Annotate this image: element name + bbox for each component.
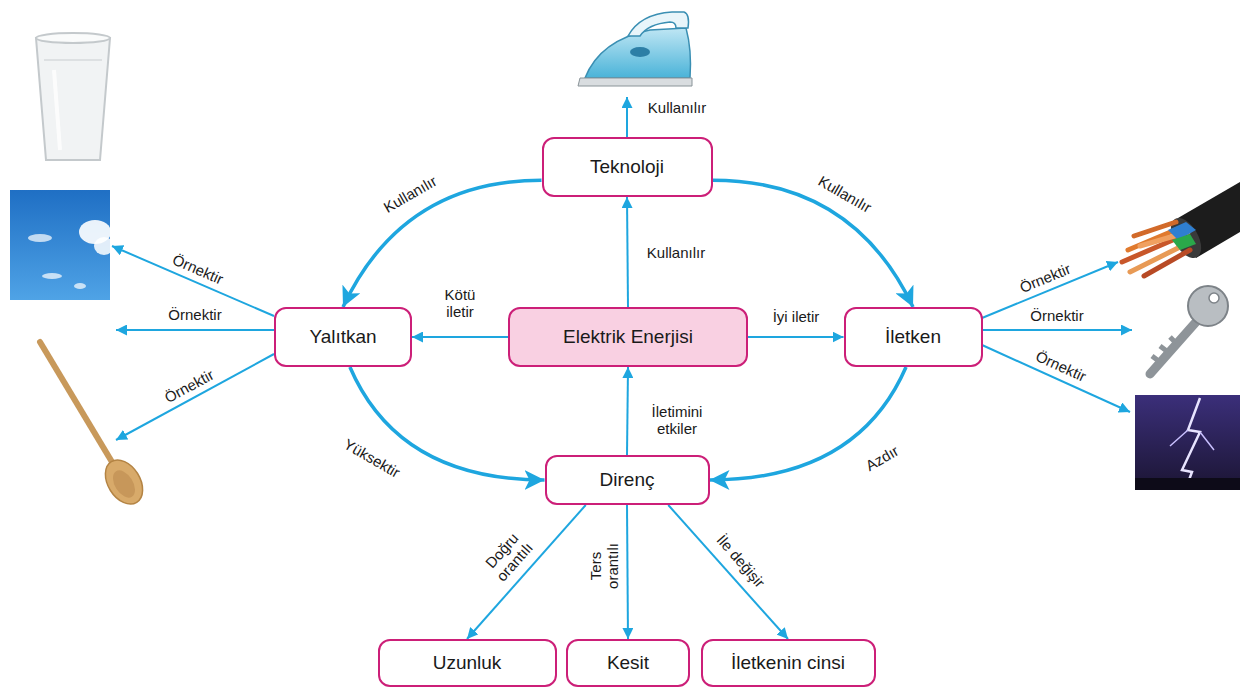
concept-box: Elektrik Enerjisi — [508, 307, 748, 367]
edge-label: Kullanılır — [814, 171, 877, 217]
wooden-spoon-picture — [40, 342, 150, 511]
concept-text: Kesit — [607, 652, 649, 674]
arrow-label: Örnektir — [1028, 307, 1085, 324]
connector-arrow — [627, 505, 628, 639]
arrow-label: Kullanılır — [646, 99, 708, 116]
edge-label: Doğru orantılı — [473, 519, 543, 592]
cable-picture — [1122, 182, 1240, 276]
key-picture — [1150, 286, 1228, 374]
concept-box: Kesit — [566, 639, 690, 687]
connector-arrow — [627, 367, 628, 455]
connector-arrow — [668, 505, 788, 639]
lightning-picture — [1135, 395, 1240, 490]
iron-picture — [578, 12, 692, 86]
arrow-label: Örnektir — [168, 250, 227, 288]
plastic-cup-picture — [36, 33, 110, 160]
edge-label: Ters orantılı — [587, 532, 621, 600]
edge-label: İletimini etkiler — [639, 403, 715, 437]
edge-label: Azdır — [861, 441, 903, 475]
concept-text: İletken — [885, 326, 941, 348]
concept-box: İletkenin cinsi — [701, 639, 876, 687]
concept-text: Direnç — [600, 469, 655, 491]
concept-text: Elektrik Enerjisi — [563, 326, 693, 348]
connector-arrow — [412, 336, 508, 338]
edge-label: Kullanılır — [379, 171, 442, 217]
concept-text: Uzunluk — [433, 652, 502, 674]
connector-arrow — [627, 197, 628, 307]
picture-arrows — [112, 97, 1132, 440]
concept-text: İletkenin cinsi — [731, 652, 845, 674]
sky-picture — [10, 190, 114, 300]
connector-arrow — [710, 367, 907, 480]
connector-arrow — [713, 180, 914, 307]
concept-box: Uzunluk — [378, 639, 557, 687]
concept-text: Yalıtkan — [309, 326, 376, 348]
concept-box: Direnç — [545, 455, 710, 505]
edge-label: İyi iletir — [771, 308, 822, 325]
connector-arrow — [467, 505, 586, 639]
edge-label: Kötü iletir — [432, 286, 488, 320]
concept-text: Teknoloji — [590, 156, 664, 178]
arrow-label: Örnektir — [166, 306, 223, 323]
edge-label: Kullanılır — [645, 244, 707, 261]
concept-box: Teknoloji — [542, 137, 713, 197]
concept-box: İletken — [844, 307, 983, 367]
arrow-label: Örnektir — [1015, 259, 1074, 297]
edge-label: İle değişir — [712, 530, 770, 593]
arrow-label: Örnektir — [1031, 346, 1090, 385]
concept-box: Yalıtkan — [274, 307, 412, 367]
connector-arrow — [748, 336, 844, 338]
arrow-label: Örnektir — [160, 365, 218, 407]
edge-label: Yüksektir — [339, 434, 404, 482]
